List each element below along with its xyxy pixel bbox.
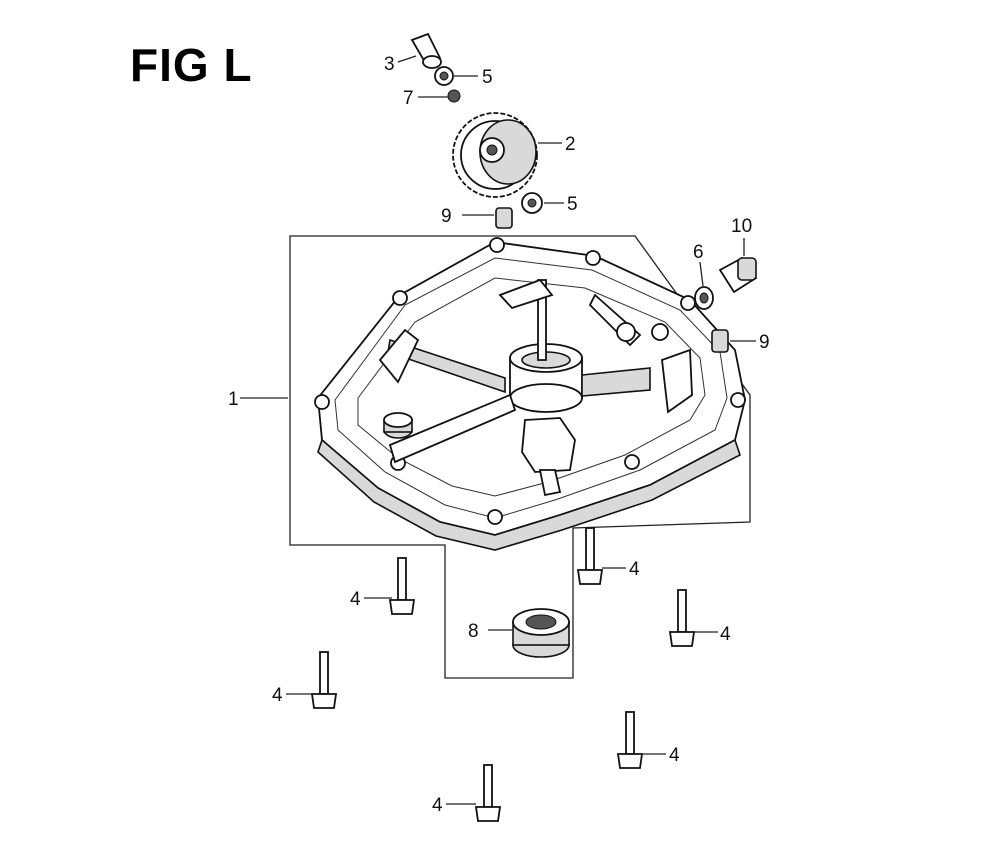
flange-bolt <box>388 557 416 615</box>
callout-4: 4 <box>350 589 361 610</box>
callout-4: 4 <box>272 685 283 706</box>
flange-bolt <box>474 764 502 822</box>
flange-bolt <box>668 589 696 647</box>
figure-title: FIG L <box>130 39 253 91</box>
washer-5-lower <box>521 192 543 214</box>
cam-gear <box>452 112 538 198</box>
callout-4: 4 <box>720 624 731 645</box>
callout-2: 2 <box>565 134 576 155</box>
callout-3: 3 <box>384 54 395 75</box>
callout-8: 8 <box>468 621 479 642</box>
callout-5: 5 <box>482 67 493 88</box>
pin-7 <box>447 89 461 103</box>
callout-4: 4 <box>432 795 443 816</box>
crankcase-cover <box>314 237 746 551</box>
bolt-3 <box>410 32 442 69</box>
callouts: 1 2 3 4 4 4 4 4 4 5 5 6 7 8 9 9 10 <box>228 54 770 816</box>
callout-7: 7 <box>403 88 414 109</box>
leader-lines <box>240 55 756 805</box>
oil-seal <box>512 608 570 658</box>
drain-bolt-10 <box>718 256 758 294</box>
washer-6 <box>694 286 714 310</box>
callout-9: 9 <box>441 206 452 227</box>
callout-9: 9 <box>759 332 770 353</box>
callout-4: 4 <box>629 559 640 580</box>
callout-6: 6 <box>693 242 704 263</box>
callout-4: 4 <box>669 745 680 766</box>
flange-bolt <box>310 651 338 709</box>
dowel-9-lower <box>711 329 729 353</box>
dowel-9-upper <box>495 207 513 229</box>
callout-5: 5 <box>567 194 578 215</box>
callout-10: 10 <box>731 216 752 237</box>
crank-boss <box>509 343 651 413</box>
flange-bolt <box>616 711 644 769</box>
washer-5-upper <box>434 66 454 86</box>
callout-1: 1 <box>228 389 239 410</box>
flange-bolt <box>576 527 604 585</box>
